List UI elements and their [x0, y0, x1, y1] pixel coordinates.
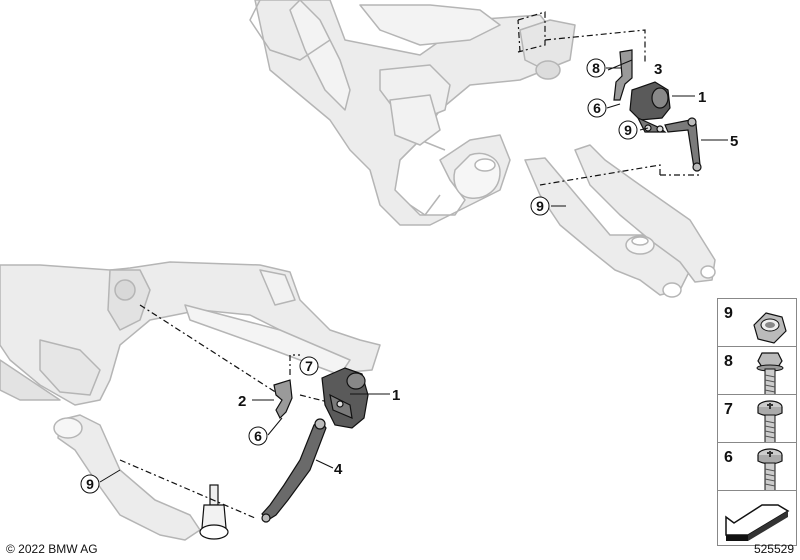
- svg-text:4: 4: [334, 461, 343, 478]
- callout-9-bottom: 9: [80, 474, 100, 494]
- direction-arrow-icon: [725, 504, 790, 541]
- callout-9-top-sensor: 9: [618, 120, 638, 140]
- legend-number: 7: [724, 401, 733, 418]
- hex-bolt-icon: [756, 352, 784, 398]
- callout-5-top: 5: [730, 133, 738, 150]
- height-sensor-bracket-bottom: [273, 379, 293, 420]
- svg-text:8: 8: [592, 60, 600, 76]
- legend-number: 8: [724, 353, 733, 370]
- callout-8-top: 8: [586, 58, 606, 78]
- ball-joint-bottom: [199, 484, 229, 540]
- callout-4-bottom: 4: [334, 461, 343, 478]
- svg-text:9: 9: [536, 198, 544, 214]
- height-sensor-top: [629, 81, 671, 133]
- height-sensor-bottom: [321, 367, 369, 429]
- diagram-number: 525529: [753, 542, 794, 556]
- svg-text:7: 7: [305, 358, 313, 374]
- rear-subframe-ghost-top: [249, 0, 576, 226]
- svg-text:9: 9: [86, 476, 94, 492]
- svg-text:6: 6: [254, 428, 262, 444]
- svg-text:2: 2: [238, 393, 246, 410]
- svg-text:9: 9: [624, 122, 632, 138]
- svg-text:6: 6: [593, 100, 601, 116]
- height-sensor-bracket-top: [613, 49, 633, 101]
- leader-lines-top: [517, 11, 700, 186]
- svg-text:5: 5: [730, 133, 738, 150]
- callout-6-top: 6: [587, 98, 607, 118]
- callout-6-bottom: 6: [248, 426, 268, 446]
- legend-number: 9: [724, 305, 733, 322]
- legend-number: 6: [724, 449, 733, 466]
- copyright-text: © 2022 BMW AG: [6, 542, 98, 556]
- coupling-rod-top: [664, 117, 702, 172]
- control-arm-ghost-bottom: [53, 414, 201, 541]
- callout-2-bottom: 2: [238, 393, 246, 410]
- callout-9-top-arm: 9: [530, 196, 550, 216]
- callout-7-bottom: 7: [299, 356, 319, 376]
- coupling-rod-bottom: [261, 418, 327, 523]
- callout-leaders-top: [551, 59, 728, 207]
- control-arm-ghost-top: [524, 144, 716, 298]
- callout-1-bottom: 1: [392, 387, 400, 404]
- torx-bolt-icon: [757, 448, 783, 494]
- torx-bolt-icon: [757, 400, 783, 446]
- callout-leaders-bottom: [99, 393, 390, 483]
- svg-text:1: 1: [392, 387, 400, 404]
- hex-nut-icon: [753, 312, 787, 344]
- callout-1-top: 1: [698, 89, 706, 106]
- legend-item-direction-arrow: [717, 490, 797, 546]
- callout-3-top: 3: [654, 61, 662, 78]
- svg-text:1: 1: [698, 89, 706, 106]
- svg-text:3: 3: [654, 61, 662, 78]
